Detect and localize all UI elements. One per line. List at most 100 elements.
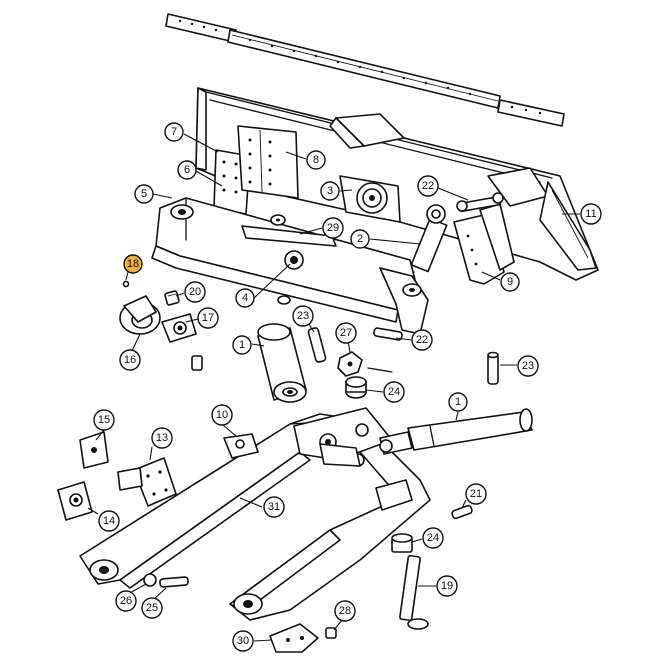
callout-21: 21 [465, 483, 487, 505]
svg-text:22: 22 [416, 334, 428, 346]
bolt-28 [325, 627, 337, 639]
svg-text:1: 1 [455, 396, 461, 408]
lift-cylinder-1-upper [257, 323, 307, 403]
svg-text:31: 31 [268, 501, 280, 513]
svg-text:6: 6 [184, 164, 190, 176]
svg-text:24: 24 [388, 386, 400, 398]
callout-18: 18 [123, 254, 143, 274]
svg-text:10: 10 [216, 409, 228, 421]
svg-text:2: 2 [357, 233, 363, 245]
svg-text:26: 26 [120, 595, 132, 607]
svg-text:23: 23 [522, 360, 534, 372]
callout-22-upper: 22 [417, 175, 439, 197]
svg-text:5: 5 [141, 188, 147, 200]
pivot-plate-13 [117, 457, 177, 507]
svg-text:16: 16 [124, 354, 136, 366]
callout-30: 30 [232, 630, 254, 652]
callout-22-lower: 22 [411, 329, 433, 351]
cutting-edge-right [497, 99, 565, 127]
leader-lines [87, 133, 580, 642]
callout-23-right: 23 [517, 355, 539, 377]
callout-20: 20 [184, 281, 206, 303]
side-plate-9 [453, 203, 515, 285]
callout-26: 26 [115, 590, 137, 612]
svg-text:23: 23 [297, 310, 309, 322]
svg-text:22: 22 [422, 180, 434, 192]
jack-19 [399, 554, 429, 630]
nut-4 [277, 295, 291, 305]
svg-text:20: 20 [189, 286, 201, 298]
pin-22-lower [373, 327, 403, 341]
yoke-17 [161, 313, 197, 343]
svg-text:4: 4 [242, 292, 248, 304]
callout-14: 14 [98, 510, 120, 532]
nut-29 [270, 214, 286, 226]
bracket-15 [79, 431, 109, 469]
callout-8: 8 [306, 150, 326, 170]
svg-text:27: 27 [340, 327, 352, 339]
bushing-24-upper [345, 376, 367, 399]
callout-5: 5 [134, 184, 154, 204]
svg-text:25: 25 [146, 602, 158, 614]
callout-1-upper: 1 [232, 335, 252, 355]
callout-24-lower: 24 [422, 527, 444, 549]
svg-text:19: 19 [441, 580, 453, 592]
cutting-edge-left [165, 13, 237, 43]
callout-28: 28 [334, 600, 356, 622]
brace-link-22-upper [456, 192, 504, 213]
cotter-pin-27 [367, 367, 393, 373]
pin-23-right [487, 351, 499, 385]
lift-cylinder-1-lower [379, 408, 533, 455]
callout-10: 10 [211, 404, 233, 426]
callout-27: 27 [335, 322, 357, 344]
bracket-14 [57, 481, 93, 521]
callout-17: 17 [197, 307, 219, 329]
callout-9: 9 [500, 272, 520, 292]
svg-text:11: 11 [585, 208, 596, 220]
bushing-24-lower [391, 533, 413, 553]
svg-text:14: 14 [103, 515, 115, 527]
wear-plate-8 [237, 125, 299, 199]
svg-text:3: 3 [327, 185, 333, 197]
callout-25: 25 [141, 597, 163, 619]
svg-text:15: 15 [98, 414, 110, 426]
housing-16 [119, 295, 161, 335]
callout-6: 6 [177, 160, 197, 180]
callout-31: 31 [263, 496, 285, 518]
pin-23-upper [307, 327, 327, 363]
svg-text:17: 17 [202, 312, 214, 324]
callout-24-upper: 24 [383, 381, 405, 403]
svg-text:24: 24 [427, 532, 439, 544]
svg-text:21: 21 [470, 488, 482, 500]
svg-text:7: 7 [171, 126, 177, 138]
callout-19: 19 [436, 575, 458, 597]
svg-text:8: 8 [313, 154, 319, 166]
nut-27 [337, 351, 363, 377]
callout-29: 29 [322, 217, 344, 239]
callout-15: 15 [93, 409, 115, 431]
svg-text:13: 13 [156, 432, 168, 444]
pin-25 [159, 576, 189, 588]
a-frame-31 [79, 407, 431, 621]
callout-7: 7 [164, 122, 184, 142]
svg-text:1: 1 [239, 339, 245, 351]
pin-21 [451, 504, 473, 520]
pivot-bearing-3 [339, 175, 401, 223]
callout-4: 4 [235, 288, 255, 308]
push-frame-crossbeam [151, 197, 429, 335]
svg-text:9: 9 [507, 276, 513, 288]
callout-23-upper: 23 [292, 305, 314, 327]
bracket-10 [223, 433, 259, 459]
svg-text:29: 29 [327, 222, 339, 234]
callout-11: 11 [580, 203, 602, 225]
cutting-edge-center [227, 29, 501, 109]
callout-1-lower: 1 [448, 392, 468, 412]
callout-3: 3 [320, 181, 340, 201]
bushing-20 [164, 290, 180, 306]
callout-16: 16 [119, 349, 141, 371]
bracket-30 [269, 623, 319, 653]
callout-2: 2 [350, 229, 370, 249]
washer-26 [143, 573, 157, 587]
callout-18-label: 18 [127, 258, 139, 270]
